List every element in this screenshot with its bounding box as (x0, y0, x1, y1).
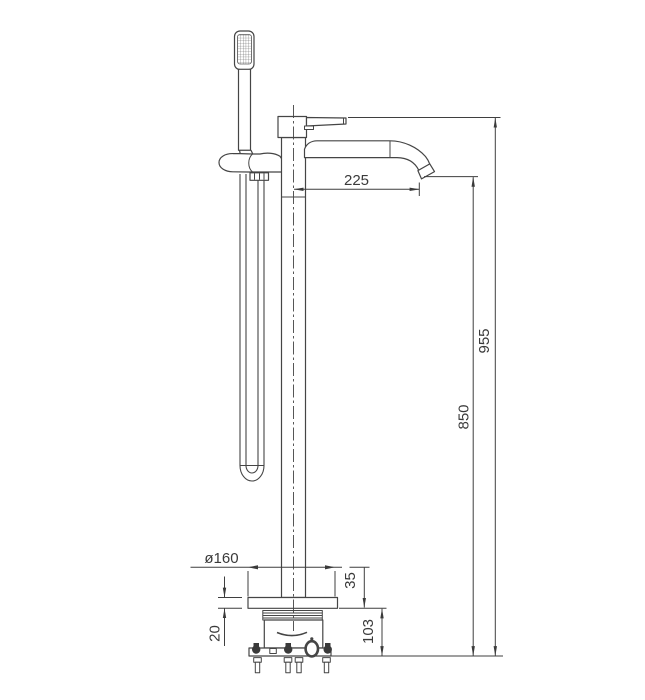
label-spout-height: 850 (456, 404, 473, 429)
faucet-drawing (218, 30, 436, 674)
dimension-labels: 225 ø160 955 850 35 20 103 (204, 172, 493, 644)
lever-handle (305, 116, 347, 127)
label-spout-reach: 225 (344, 172, 369, 189)
shower-holder (218, 152, 284, 181)
hand-shower-handle (237, 68, 252, 151)
spout (303, 140, 436, 180)
label-plate-thickness: 20 (207, 625, 224, 642)
dimension-annotations (190, 117, 503, 657)
dimension-overall-height (348, 117, 501, 657)
hose-nut-ribs (254, 173, 265, 180)
hand-shower (233, 30, 255, 162)
label-base-diameter: ø160 (204, 550, 238, 567)
hose-loop-outer (239, 465, 265, 482)
floor-base (247, 596, 339, 674)
mixer-column (277, 115, 347, 599)
label-overall-height: 955 (476, 328, 493, 353)
label-base-offset: 35 (342, 572, 359, 589)
rough-in-dot-detail (310, 637, 314, 641)
hose-loop-inner (245, 465, 259, 474)
dimension-spout-height (424, 176, 478, 657)
shower-hose (239, 174, 265, 482)
dimension-base-offset (349, 566, 370, 608)
inlet-port (304, 639, 320, 658)
lever-root-collar (304, 125, 314, 130)
hand-shower-spray-face (237, 34, 252, 65)
holder-joint-line (248, 153, 253, 173)
mounting-plate-slot (269, 648, 277, 654)
label-below-floor-depth: 103 (360, 619, 377, 644)
spout-aerator-tip (417, 163, 436, 180)
dimension-spout-reach (293, 182, 420, 196)
dimension-below-floor-depth (339, 607, 387, 657)
spout-body (303, 140, 431, 171)
dimension-base-diameter (190, 565, 342, 597)
mounting-bolt-heads (252, 643, 332, 654)
rough-in-arc-detail (276, 631, 308, 637)
dimension-plate-thickness (218, 576, 242, 646)
thread-lines (262, 612, 323, 619)
mounting-studs (253, 657, 331, 674)
base-flange (247, 596, 339, 609)
cartridge-head (277, 115, 308, 139)
